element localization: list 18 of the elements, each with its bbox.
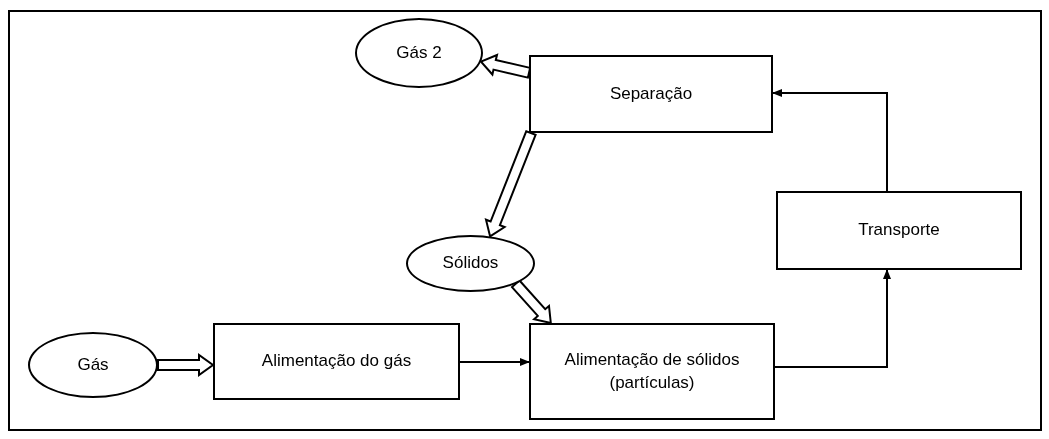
process-box — [776, 191, 1022, 270]
arrow — [772, 89, 888, 192]
node-label: Sólidos — [441, 252, 500, 275]
arrow — [459, 358, 530, 366]
node-label: Gás — [76, 353, 110, 376]
process-box — [529, 323, 775, 420]
hollow-arrow — [510, 279, 552, 325]
process-box — [213, 323, 460, 400]
node-label: Alimentação de sólidos (partículas) — [563, 349, 741, 394]
node-label: Gás 2 — [395, 41, 443, 64]
hollow-arrow — [484, 129, 537, 238]
node-label: Transporte — [857, 219, 941, 242]
node-label: Alimentação do gás — [260, 350, 413, 373]
arrow — [774, 269, 891, 368]
hollow-arrow — [157, 353, 215, 377]
process-box — [529, 55, 773, 133]
hollow-arrow — [479, 53, 532, 79]
node-label: Separação — [608, 82, 694, 105]
